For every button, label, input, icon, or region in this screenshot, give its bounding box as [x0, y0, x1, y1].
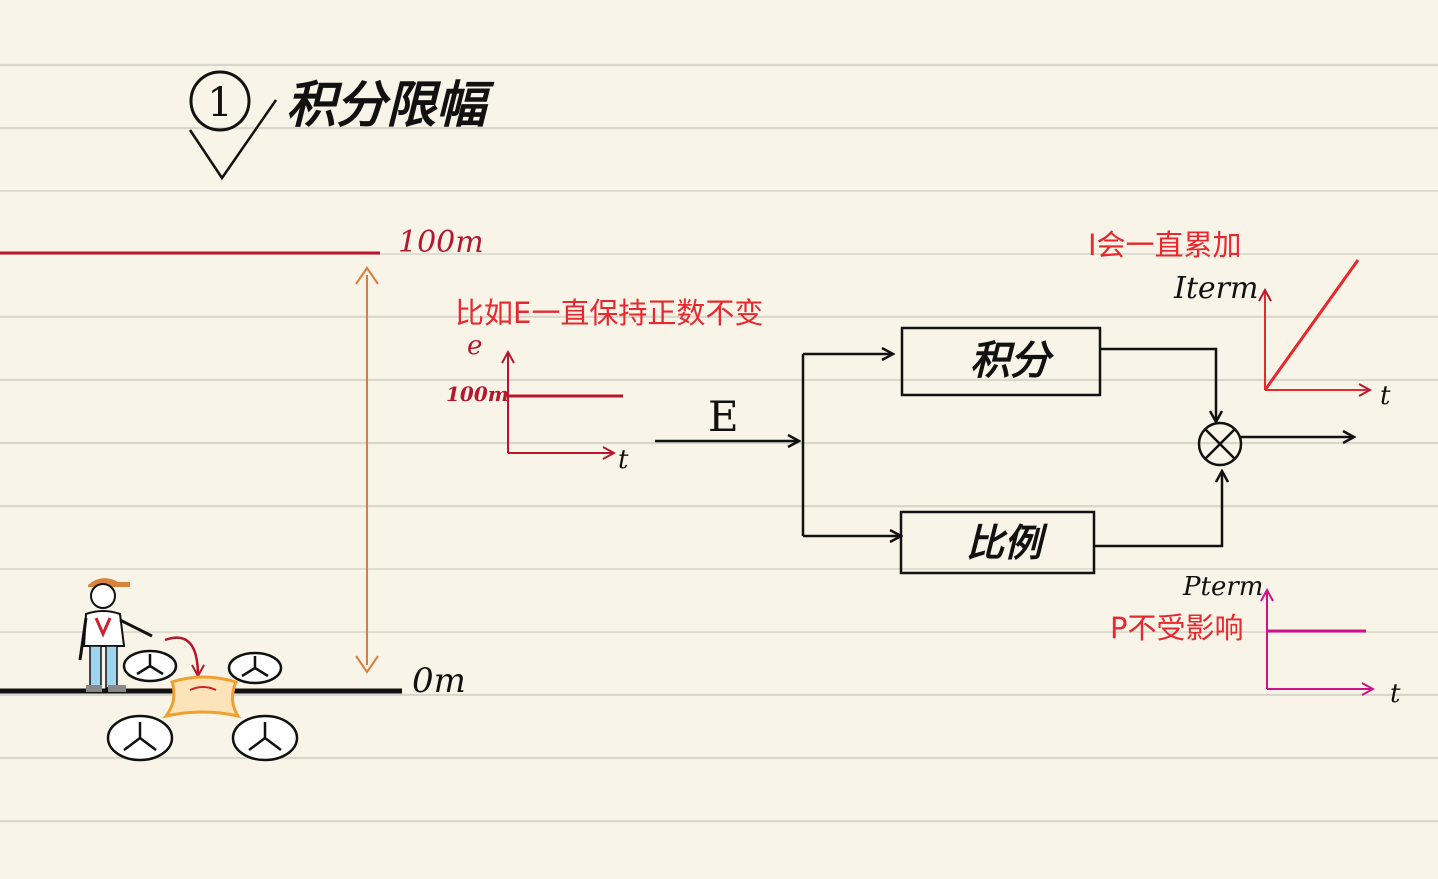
- summing-junction-icon: [1197, 421, 1243, 467]
- i-term-annotation: I会一直累加: [1088, 228, 1242, 262]
- integral-to-sum: [1100, 347, 1216, 422]
- integral-block-label: 积分: [970, 337, 1055, 384]
- error-x-label: t: [618, 445, 629, 475]
- propeller-icon: [231, 714, 299, 762]
- error-graph: 比如E一直保持正数不变 e 100m t: [446, 296, 763, 475]
- error-annotation: 比如E一直保持正数不变: [455, 296, 763, 330]
- heading-number-circle: [189, 70, 251, 132]
- altitude-scene: 100m 0m: [0, 225, 484, 701]
- altitude-arrow-head-up: [355, 266, 379, 285]
- p-term-x-label: t: [1390, 679, 1401, 709]
- heading-title: 积分限幅: [286, 75, 495, 134]
- error-level-label: 100m: [446, 382, 509, 406]
- proportional-block: [899, 510, 1096, 575]
- input-label: E: [708, 392, 739, 441]
- i-term-ramp: [1263, 259, 1360, 391]
- i-term-graph: I会一直累加 Iterm t: [1088, 228, 1391, 411]
- p-term-annotation: P不受影响: [1110, 611, 1244, 645]
- p-term-graph: Pterm P不受影响 t: [1110, 572, 1401, 709]
- i-term-y-label: Iterm: [1173, 271, 1258, 306]
- heading: 1 积分限幅: [188, 70, 495, 181]
- i-term-x-label: t: [1380, 381, 1391, 411]
- altitude-arrow-head-down: [355, 655, 379, 674]
- propeller-icon: [227, 651, 283, 685]
- altitude-bottom-label: 0m: [412, 661, 466, 701]
- altitude-top-label: 100m: [398, 225, 484, 260]
- propeller-icon: [106, 714, 174, 762]
- p-term-y-label: Pterm: [1182, 572, 1263, 602]
- drone-body: [162, 675, 242, 719]
- drone-illustration: [106, 649, 299, 762]
- integral-block: [900, 326, 1102, 397]
- block-diagram: E 积分 比例: [655, 326, 1354, 575]
- proportional-to-sum: [1094, 471, 1222, 548]
- proportional-block-label: 比例: [966, 520, 1048, 565]
- heading-number: 1: [207, 80, 232, 126]
- error-y-label: e: [467, 331, 482, 361]
- person-illustration: [78, 578, 198, 692]
- checkmark-icon: [188, 99, 278, 181]
- propeller-icon: [122, 649, 178, 683]
